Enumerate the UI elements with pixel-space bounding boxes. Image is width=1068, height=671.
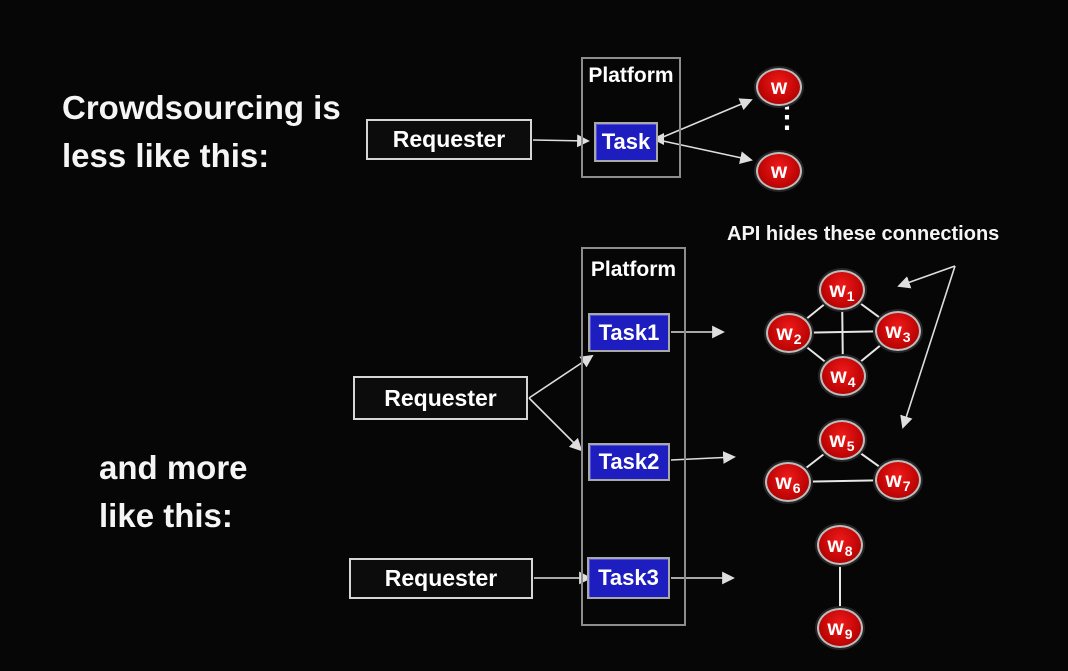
heading-less-like: Crowdsourcing is less like this:: [62, 84, 341, 180]
worker-label: w: [830, 364, 847, 388]
heading-less-line2: less like this:: [62, 137, 270, 174]
heading-more-like: and more like this:: [99, 444, 248, 540]
worker-subscript: 3: [902, 329, 911, 345]
task1-label: Task1: [598, 319, 660, 345]
top-task-label: Task: [601, 129, 651, 154]
worker-subscript: 6: [792, 480, 801, 496]
task3-label: Task3: [598, 565, 659, 590]
top-requester-box: Requester: [366, 119, 532, 160]
api-annotation-arrows: [897, 265, 956, 429]
worker-subscript: 5: [846, 438, 855, 454]
worker-ellipsis: ⋮: [772, 101, 802, 134]
worker-label: w: [827, 616, 844, 640]
worker-label: w: [885, 468, 902, 492]
top-worker-b-label: w: [770, 159, 788, 183]
worker-subscript: 9: [844, 626, 853, 642]
top-worker-a-node: w: [756, 68, 802, 106]
bottom-requester-mid-label: Requester: [384, 384, 497, 411]
api-annotation-label: API hides these connections: [727, 223, 1000, 245]
top-requester-task-arrow: [532, 134, 590, 148]
bottom-requester-low-box: Requester: [349, 558, 533, 599]
heading-more-line1: and more: [99, 449, 248, 486]
bottom-platform-box: Platform: [581, 247, 686, 626]
worker-label: w: [775, 470, 792, 494]
worker-subscript: 2: [793, 331, 802, 347]
task2-label: Task2: [598, 449, 660, 474]
worker-label: w: [827, 533, 844, 557]
top-worker-a-label: w: [770, 75, 788, 99]
heading-more-line2: like this:: [99, 497, 233, 534]
worker-subscript: 1: [846, 288, 855, 304]
task1-box: Task1: [588, 313, 670, 352]
task-cluster-arrows: [670, 325, 736, 585]
worker-label: w: [829, 428, 846, 452]
bottom-requester-low-label: Requester: [384, 565, 498, 591]
top-platform-box: Platform: [581, 57, 681, 178]
worker-subscript: 4: [847, 374, 856, 390]
worker-label: w: [776, 321, 793, 345]
top-task-box: Task: [594, 122, 658, 162]
worker-label: w: [885, 319, 902, 343]
top-task-worker-arrows: [652, 98, 753, 164]
heading-less-line1: Crowdsourcing is: [62, 89, 341, 126]
bottom-platform-label: Platform: [590, 258, 677, 281]
worker-label: w: [829, 278, 846, 302]
top-platform-label: Platform: [588, 64, 674, 87]
bottom-requester-mid-box: Requester: [353, 376, 528, 420]
worker-subscript: 8: [844, 543, 853, 559]
top-requester-label: Requester: [392, 126, 506, 152]
task2-box: Task2: [588, 443, 670, 481]
top-worker-b-node: w: [756, 152, 802, 190]
worker-subscript: 7: [902, 478, 911, 494]
task3-box: Task3: [587, 557, 670, 599]
